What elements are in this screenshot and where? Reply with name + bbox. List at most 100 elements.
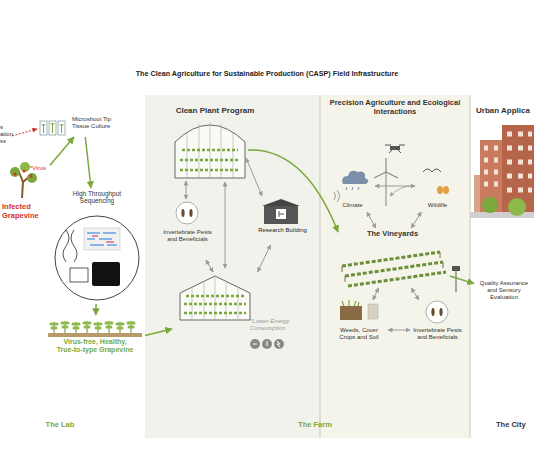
step-label: Microshoot Tip Tissue Culture (72, 116, 128, 130)
drone-rotors (385, 145, 405, 153)
interaction-arrow (246, 158, 262, 196)
turbine-blades (374, 158, 398, 178)
pest-group: Invertebrate Pests and Beneficials (410, 300, 465, 360)
pest-icon-circle (176, 202, 198, 224)
farm-background (145, 95, 320, 438)
rain-icon (346, 187, 359, 190)
laptop-icon (70, 268, 88, 282)
virus-dot (23, 170, 26, 173)
sample-bag (368, 304, 378, 319)
building-body (264, 206, 298, 224)
program-panel: Clean Plant Program *VirusInfected Grapev… (0, 95, 320, 438)
evaluation-node: Quality Assurance and Sensory Evaluation (474, 270, 534, 316)
building-roof (262, 199, 300, 206)
node-label: Invertebrate Pests and Beneficials (412, 327, 463, 341)
vine-leaf (20, 162, 30, 172)
connector (388, 330, 410, 331)
node-label: Research Building (257, 227, 308, 234)
building-windows (484, 134, 532, 190)
connector (411, 288, 419, 300)
precision-panel: Precision Agriculture and Ecological Int… (320, 95, 470, 438)
virus-note: *Virus (30, 165, 52, 172)
virus-dot (30, 175, 33, 178)
cut-text: s (0, 124, 10, 131)
connector (450, 276, 474, 284)
connector (373, 288, 379, 300)
gel-panel (84, 228, 120, 250)
sequencing-circle: High Throughput Sequencing (50, 188, 145, 304)
infected-plant: *VirusInfected Grapevine (0, 162, 50, 228)
panel-divider (320, 95, 321, 438)
gel-band (87, 233, 117, 245)
cut-text: ss (0, 138, 20, 145)
weather-station-head (452, 266, 460, 271)
interaction-arrow (390, 186, 412, 196)
shoot-sprout (42, 123, 64, 133)
plant-label: Infected Grapevine (2, 203, 50, 220)
interaction-arrow (186, 181, 187, 199)
tree-icon (508, 198, 526, 216)
greenhouse: *Lower Energy Consumption (172, 272, 304, 354)
connector (411, 212, 421, 228)
virus-dot (14, 173, 17, 176)
note-label: *Lower Energy Consumption (250, 318, 302, 332)
connector (367, 212, 376, 228)
cut-text: ation (0, 131, 30, 138)
node-label: Quality Assurance and Sensory Evaluation (475, 280, 533, 301)
precision-background (320, 95, 470, 438)
turbine-pole (385, 172, 386, 206)
drone-body (390, 146, 400, 150)
greenhouse-outline (180, 276, 250, 320)
region-label: The Farm (280, 421, 350, 430)
sequencer-icon (92, 262, 120, 286)
building-logo (276, 209, 286, 219)
region-label: The Lab (30, 421, 90, 430)
building-logo-mark (279, 211, 284, 217)
culture-step: Microshoot Tip Tissue Culture (38, 113, 130, 137)
pest-group: Invertebrate Pests and Beneficials (160, 200, 215, 260)
node-label: Invertebrate Pests and Beneficials (162, 229, 213, 243)
step-label: High Throughput Sequencing (62, 190, 132, 205)
vine-leaf (10, 167, 20, 177)
city-building (502, 125, 534, 215)
sequencing-circle-outline (55, 216, 139, 300)
connector (85, 137, 91, 188)
output-label: Virus-free, Healthy, True-to-type Grapev… (54, 338, 136, 354)
street (470, 212, 534, 218)
interaction-arrow (225, 182, 226, 268)
tree-icon (482, 197, 498, 213)
insect-icon (439, 308, 442, 316)
panel-heading: Clean Plant Program (150, 106, 280, 115)
butterfly-wing (437, 186, 443, 194)
connector (145, 329, 172, 336)
panel-heading: Precision Agriculture and Ecological Int… (325, 99, 465, 116)
insect-icon (181, 209, 184, 217)
insect-icon (431, 308, 434, 316)
urban-panel: Urban ApplicaQuality Assurance and Senso… (470, 95, 534, 438)
region-label: The City (496, 421, 534, 430)
climate-node: Climate (330, 160, 375, 212)
gel-band (92, 236, 114, 242)
research-building: Research Building (255, 195, 310, 245)
city-building (480, 140, 502, 215)
butterfly-wing (443, 186, 449, 194)
weather-station-pole (456, 268, 457, 292)
node-label: Wildlife (415, 202, 460, 209)
process-arrow (12, 129, 37, 136)
greenhouse-vines (180, 150, 240, 170)
panel-divider (470, 95, 471, 438)
vineyard-node: The Vineyards (335, 228, 450, 288)
connector (95, 304, 97, 315)
dna-helix (63, 230, 77, 262)
connector (206, 260, 213, 272)
plant-leaf (51, 323, 134, 328)
soil-icon (340, 306, 362, 320)
bird-icon (423, 169, 441, 172)
soil-node: Weeds, Cover Crops and Soil (330, 300, 388, 360)
soil-strip (48, 333, 142, 337)
vine-posts (342, 252, 443, 282)
clean-plant-output: Virus-free, Healthy, True-to-type Grapev… (45, 315, 145, 380)
vine-leaf (27, 173, 37, 183)
connector (375, 186, 415, 187)
